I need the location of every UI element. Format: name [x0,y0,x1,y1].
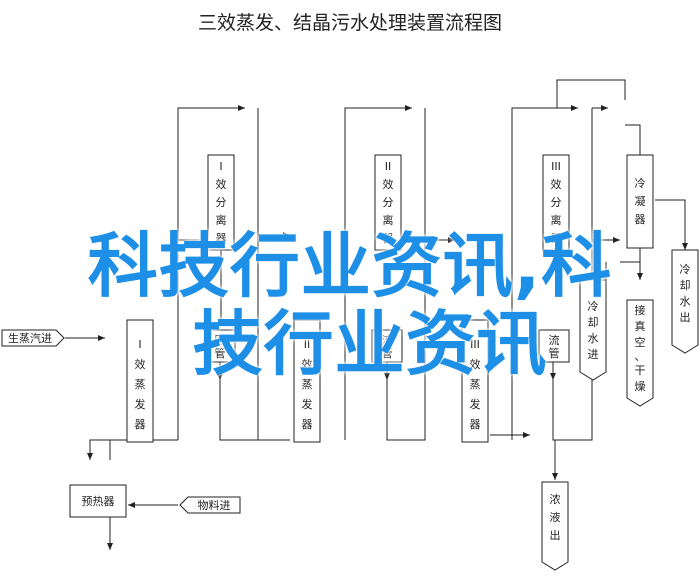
cooling-water-in-ch0: 冷 [588,300,599,313]
evaporator-1: I 效 蒸 发 器 [126,319,154,443]
evaporator-1-ch1: 效 [135,357,146,371]
evaporator-3-ch4: 器 [470,418,481,431]
separator-2-ch0: II [385,160,392,173]
cooling-water-out-ch3: 出 [680,310,691,324]
separator-3-ch1: 效 [551,177,562,191]
evaporator-3-ch1: 效 [470,357,481,371]
vacuum-drying-ch3: 、 [635,350,646,363]
return-pipe-3-ch1: 流 [549,333,560,347]
separator-3-ch2: 分 [551,196,562,209]
return-pipe-1-ch2: 管 [215,346,226,360]
feed-in-label: 物料进 [198,498,231,512]
steam-in-label: 生蒸汽进 [8,331,52,345]
evaporator-2-ch1: 效 [302,357,313,371]
concentrate-out: 浓 液 出 [541,481,569,571]
evaporator-2: II 效 蒸 发 器 [293,319,321,443]
evaporator-1-ch2: 蒸 [135,378,146,391]
vacuum-drying-ch4: 干 [635,364,646,377]
concentrate-out-ch2: 出 [550,528,561,542]
evaporator-1-ch3: 发 [135,397,146,411]
separator-1-ch4: 器 [216,232,227,245]
separator-1: I 效 分 离 器 [207,154,235,251]
evaporator-2-ch4: 器 [302,418,313,431]
condenser-ch2: 器 [635,213,646,226]
feed-in: 物料进 [179,496,241,514]
condenser-ch1: 凝 [635,194,646,208]
return-pipe-2-ch1: 流 [382,333,393,347]
cooling-water-in-ch2: 水 [588,332,599,345]
cooling-water-out-ch0: 冷 [680,263,691,276]
separator-3-ch4: 器 [551,232,562,245]
vacuum-drying-ch1: 真 [635,319,646,333]
concentrate-out-ch1: 液 [550,510,561,524]
cooling-water-out: 冷 却 水 出 [671,249,699,354]
vacuum-drying-ch0: 接 [635,304,646,317]
separator-1-ch0: I [219,160,222,173]
preheater: 预热器 [69,484,127,518]
vacuum-drying-ch5: 燥 [635,380,646,393]
cooling-water-in-ch3: 进 [588,348,599,361]
separator-2-ch3: 离 [383,213,394,227]
concentrate-out-ch0: 浓 [550,493,561,506]
return-pipe-1-ch0: 回 [215,334,226,347]
return-pipe-1: 回 管 [204,329,236,363]
evaporator-3-ch0: III [470,338,480,351]
preheater-label: 预热器 [82,495,115,508]
steam-in: 生蒸汽进 [1,329,65,347]
cooling-water-out-ch1: 却 [680,279,691,292]
separator-3: III 效 分 离 器 [542,154,570,251]
vacuum-drying: 接 真 空 、 干 燥 [626,299,654,407]
evaporator-3: III 效 蒸 发 器 [461,319,489,443]
separator-2: II 效 分 离 器 [374,154,402,251]
condenser-ch0: 冷 [635,177,646,190]
return-pipe-2: 流 管 [371,329,403,363]
cooling-water-in: 冷 却 水 进 [579,279,607,381]
separator-3-ch3: 离 [551,213,562,227]
condenser: 冷 凝 器 [626,154,654,249]
evaporator-3-ch3: 发 [470,397,481,411]
pipelines [65,79,688,550]
evaporator-3-ch2: 蒸 [470,378,481,391]
diagram-title: 三效蒸发、结晶污水处理装置流程图 [197,12,502,34]
separator-1-ch2: 分 [216,196,227,209]
separator-2-ch4: 器 [383,232,394,245]
return-pipe-3-ch2: 管 [549,346,560,360]
return-pipe-3: 流 管 [538,329,570,363]
vacuum-drying-ch2: 空 [635,335,646,349]
separator-1-ch1: 效 [216,177,227,191]
evaporator-1-ch0: I [138,338,141,351]
evaporator-2-ch3: 发 [302,397,313,411]
return-pipe-2-ch2: 管 [382,346,393,360]
separator-2-ch2: 分 [383,196,394,209]
evaporator-2-ch2: 蒸 [302,378,313,391]
separator-3-ch0: III [551,160,561,173]
separator-2-ch1: 效 [383,177,394,191]
evaporator-1-ch4: 器 [135,418,146,431]
cooling-water-in-ch1: 却 [588,316,599,329]
cooling-water-out-ch2: 水 [680,295,691,308]
evaporator-2-ch0: II [304,338,311,351]
separator-1-ch3: 离 [216,213,227,227]
